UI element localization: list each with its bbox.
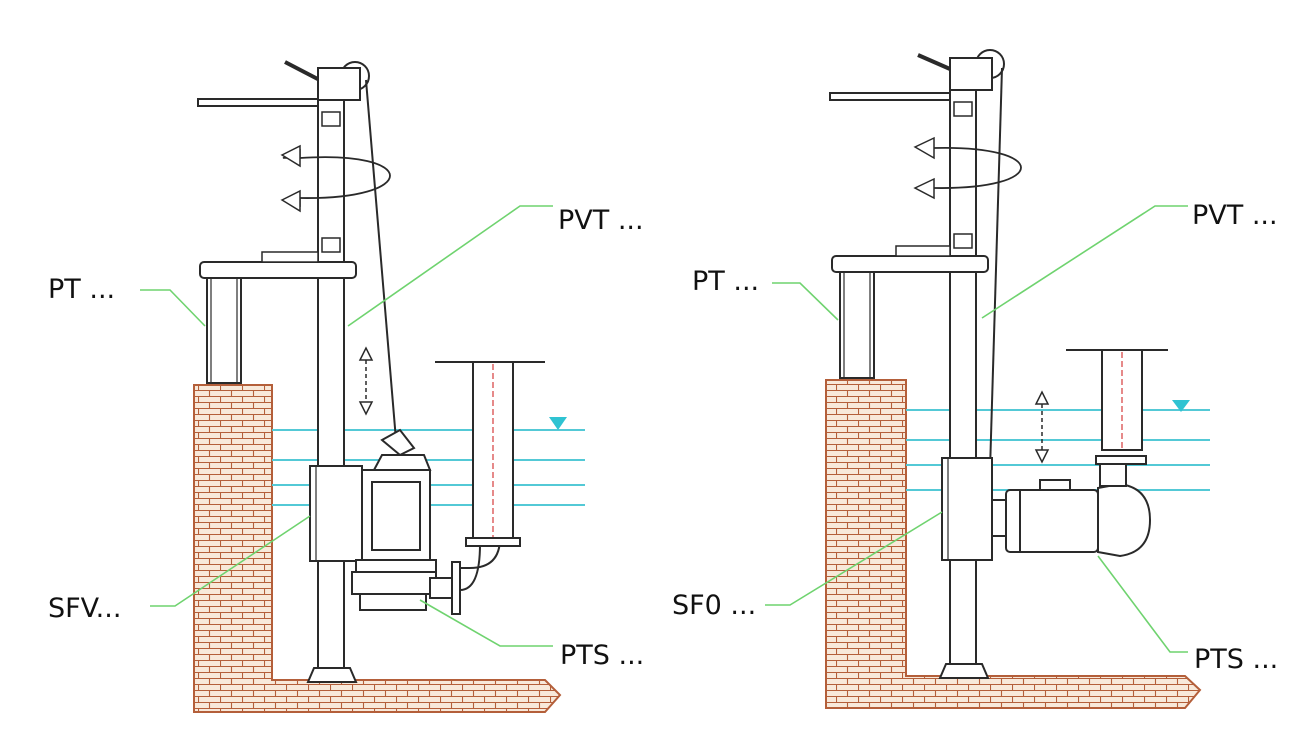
- left-label-pvt: PVT ...: [558, 205, 644, 236]
- right-column: [949, 89, 977, 665]
- left-label-sfv: SFV...: [48, 593, 121, 624]
- left-platform: [199, 261, 357, 279]
- left-rotation-arrow: [299, 156, 391, 199]
- left-diagram: PT ... PVT ... SFV... PTS ...: [48, 60, 644, 713]
- right-winch-box: [949, 57, 993, 91]
- right-leader-lines: [765, 205, 1188, 653]
- left-discharge-pipe: [435, 361, 545, 547]
- left-vertical-travel-arrow: [358, 346, 374, 416]
- right-label-pvt: PVT ...: [1192, 200, 1278, 231]
- left-pt-support: [206, 277, 242, 384]
- right-vertical-travel-arrow: [1034, 390, 1050, 464]
- left-column: [317, 99, 345, 669]
- right-label-pts: PTS ...: [1194, 644, 1278, 675]
- left-label-pts: PTS ...: [560, 640, 644, 671]
- right-top-arm: [829, 92, 953, 101]
- right-base-foot: [938, 663, 990, 679]
- right-pt-support: [839, 271, 875, 379]
- right-water-level-marker: [1172, 400, 1190, 412]
- left-water-level-marker: [549, 417, 567, 430]
- left-lift-cable: [365, 79, 397, 441]
- left-top-arm: [197, 98, 321, 107]
- right-platform: [831, 255, 989, 273]
- left-label-pt: PT ...: [48, 274, 115, 305]
- right-horizontal-pump: [991, 455, 1152, 558]
- left-brick-wall: [193, 384, 562, 713]
- left-vertical-pump: [351, 428, 501, 615]
- left-leader-lines: [140, 205, 553, 647]
- right-rotation-arrow: [933, 147, 1022, 189]
- right-lift-cable: [989, 67, 1003, 471]
- left-winch-box: [317, 67, 361, 101]
- right-brick-wall: [825, 379, 1202, 709]
- left-base-foot: [306, 667, 358, 683]
- right-discharge-pipe: [1066, 349, 1168, 451]
- right-diagram: PT ... PVT ... SF0 ... PTS ...: [672, 49, 1278, 709]
- right-label-pt: PT ...: [692, 266, 759, 297]
- right-label-sfo: SF0 ...: [672, 590, 756, 621]
- right-guide-shoe: [941, 457, 993, 561]
- left-guide-shoe: [309, 465, 363, 562]
